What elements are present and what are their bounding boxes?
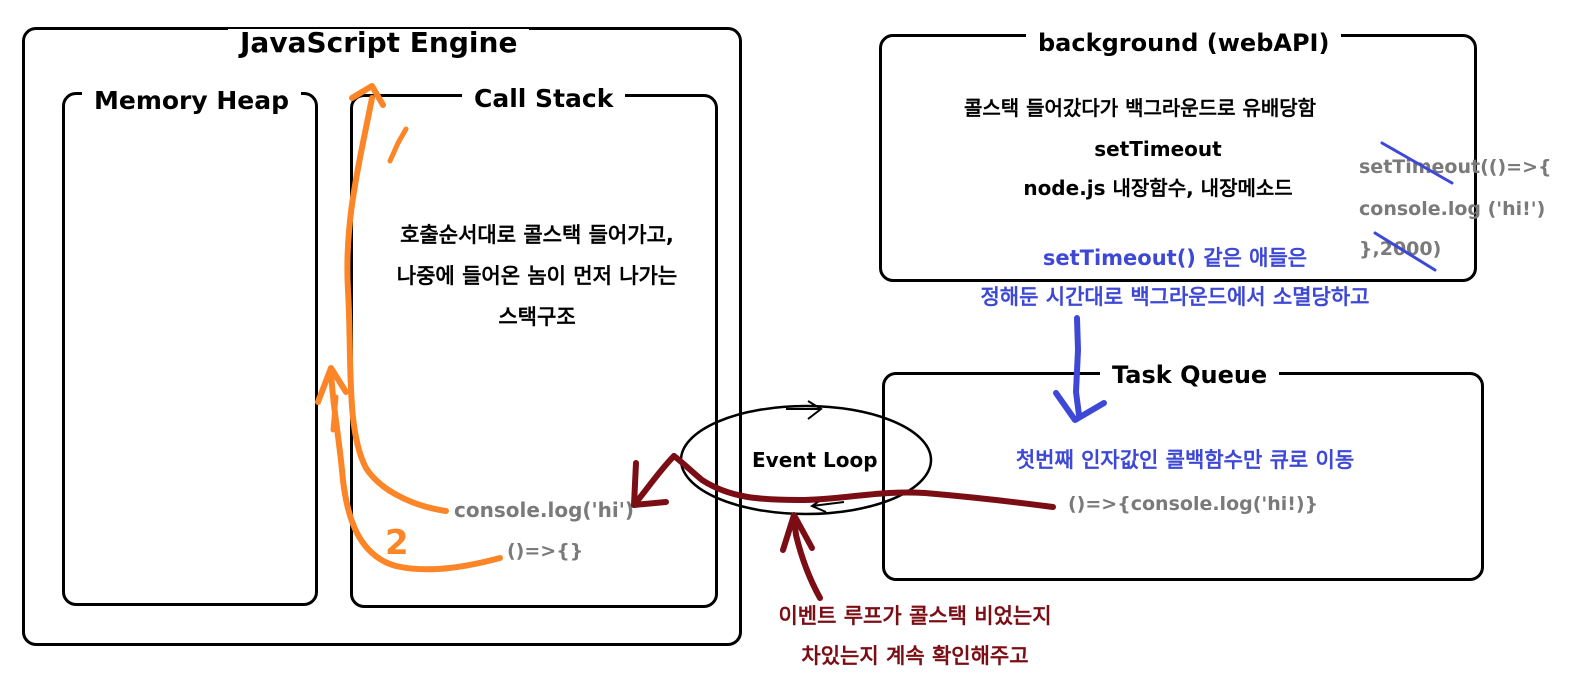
call-stack-item-arrow-fn: ()=>{}: [507, 540, 584, 562]
background-code-line1: setTimeout(()=>{: [1359, 156, 1552, 178]
memory-heap-title: Memory Heap: [82, 88, 302, 113]
event-loop-bottom-arrow-icon: [809, 496, 845, 513]
event-loop-top-arrow-icon: [786, 400, 823, 420]
task-queue-box: [882, 372, 1484, 581]
background-note-line1: setTimeout() 같은 애들은: [1042, 246, 1308, 270]
background-line3: node.js 내장함수, 내장메소드: [1023, 176, 1293, 200]
orange-order-number: 2: [385, 523, 409, 563]
js-engine-title: JavaScript Engine: [228, 29, 530, 57]
memory-heap-box: [62, 92, 318, 606]
event-loop-note-line1: 이벤트 루프가 콜스택 비었는지: [778, 604, 1052, 628]
task-queue-description: 첫번째 인자값인 콜백함수만 큐로 이동: [1015, 448, 1355, 472]
js-engine-box: [22, 27, 742, 646]
task-queue-item: ()=>{console.log('hi!)}: [1068, 493, 1319, 515]
event-loop-note-line2: 차있는지 계속 확인해주고: [801, 644, 1029, 668]
background-webapi-title: background (webAPI): [1026, 31, 1342, 55]
call-stack-description-line1: 호출순서대로 콜스택 들어가고,: [400, 223, 674, 247]
maroon-up-arrow-head-icon: [780, 512, 815, 553]
maroon-up-arrow: [791, 515, 823, 601]
background-note-line2: 정해둔 시간대로 백그라운드에서 소멸당하고: [980, 285, 1370, 309]
call-stack-title: Call Stack: [462, 86, 626, 111]
call-stack-item-console-log: console.log('hi'): [454, 498, 635, 522]
background-line2: setTimeout: [1094, 137, 1222, 161]
call-stack-description-line3: 스택구조: [498, 305, 576, 329]
event-loop-label: Event Loop: [752, 448, 878, 472]
background-line1: 콜스택 들어갔다가 백그라운드로 유배당함: [963, 96, 1317, 120]
call-stack-description-line2: 나중에 들어온 놈이 먼저 나가는: [396, 264, 678, 288]
task-queue-title: Task Queue: [1100, 363, 1280, 387]
background-code-line2: console.log ('hi!'): [1359, 198, 1546, 220]
